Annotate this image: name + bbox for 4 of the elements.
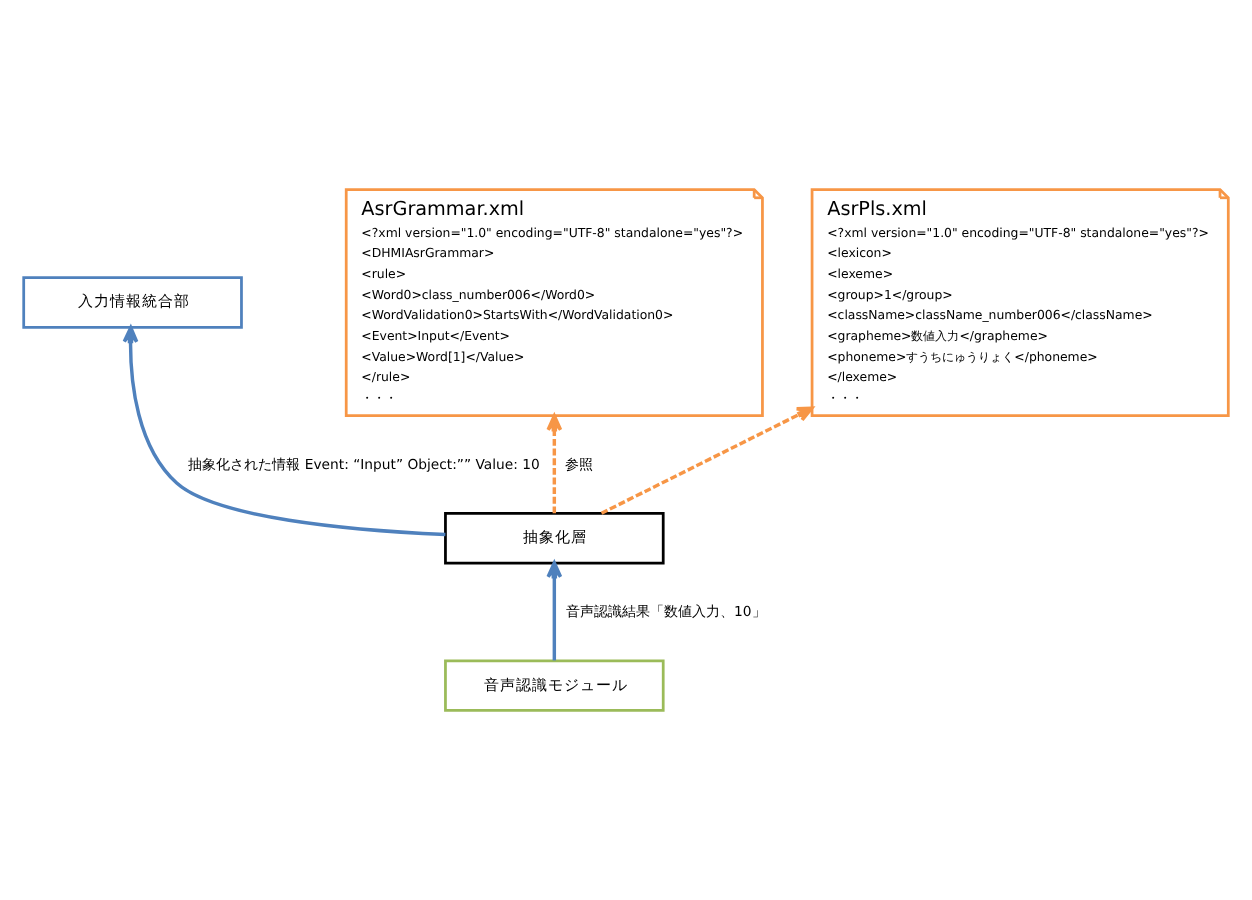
arrow bbox=[546, 414, 563, 514]
arrow bbox=[546, 561, 563, 661]
arrow bbox=[122, 326, 446, 537]
arrow bbox=[600, 406, 814, 515]
